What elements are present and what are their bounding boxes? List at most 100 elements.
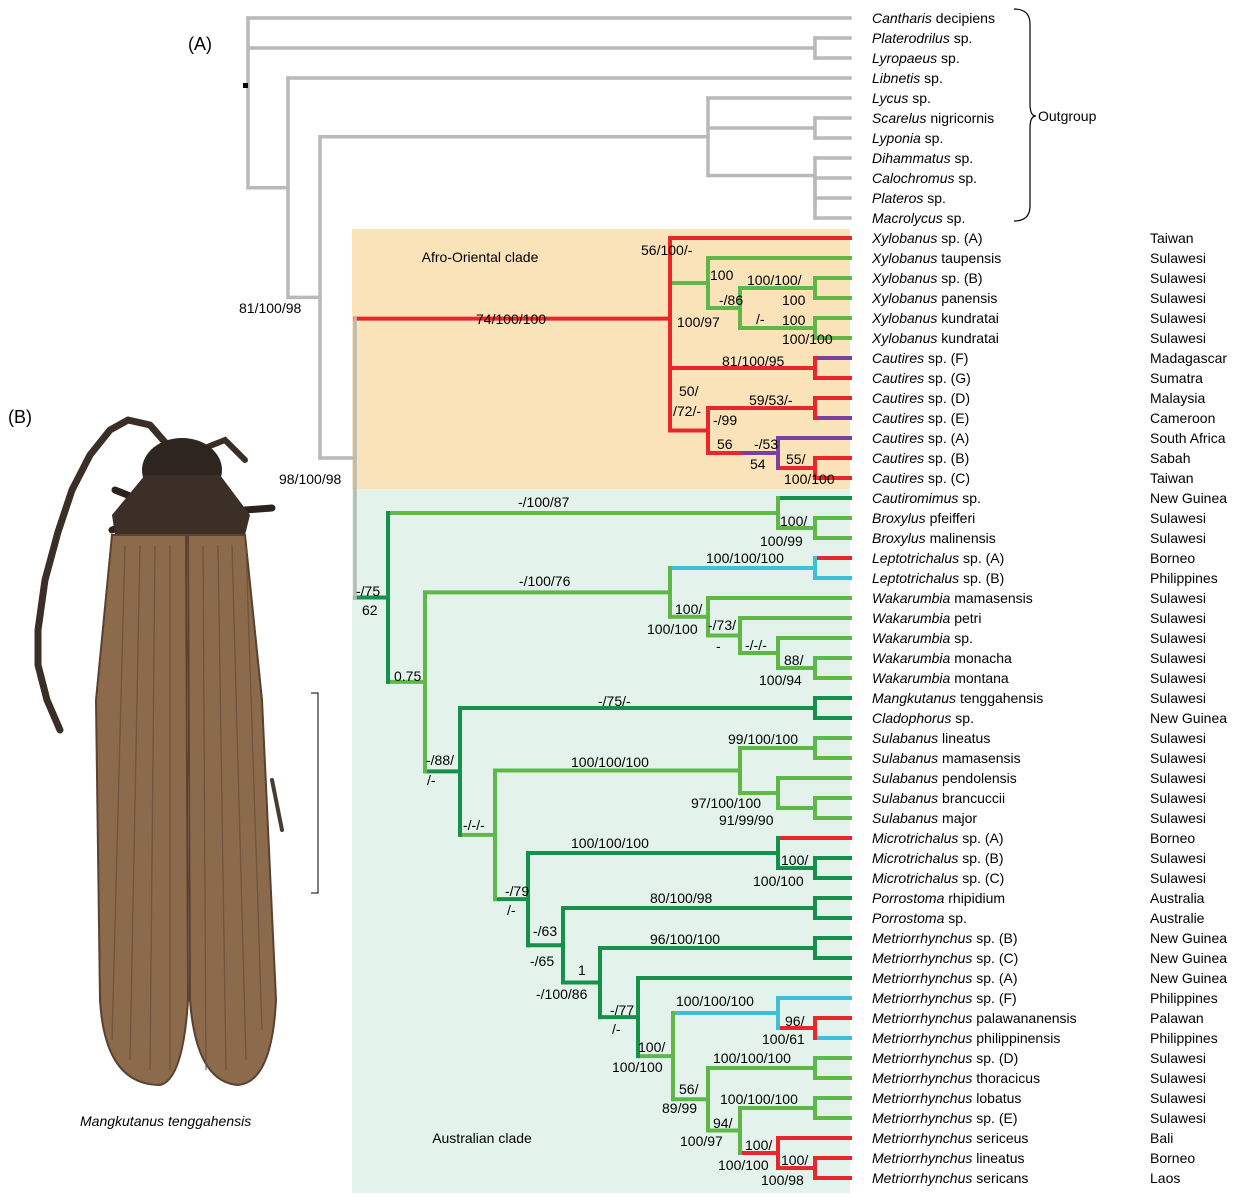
taxon-genus: Calochromus [872, 170, 954, 186]
region-label: Madagascar [1150, 350, 1227, 366]
taxon-genus: Cautiromimus [872, 490, 958, 506]
australian-clade-label: Australian clade [432, 1130, 532, 1146]
taxon-label: Wakarumbia monacha [872, 650, 1012, 666]
region-label: New Guinea [1150, 950, 1227, 966]
taxon-epithet: pfeifferi [926, 510, 976, 526]
taxon-label: Cantharis decipiens [872, 10, 995, 26]
taxon-genus: Lyponia [872, 130, 921, 146]
taxon-label: Xylobanus taupensis [871, 250, 1001, 266]
taxon-epithet: palawananensis [972, 1010, 1076, 1026]
taxon-epithet: sp. [950, 630, 973, 646]
taxon-epithet: sp. (D) [924, 390, 970, 406]
support-value: 1 [578, 962, 586, 978]
support-value: 100/61 [762, 1031, 805, 1047]
taxon-genus: Metriorrhynchus [872, 1130, 972, 1146]
afro-oriental-clade-label: Afro-Oriental clade [422, 249, 539, 265]
support-value: 100/97 [680, 1133, 723, 1149]
taxon-epithet: rhipidium [944, 890, 1005, 906]
region-label: Sulawesi [1150, 1110, 1206, 1126]
support-value: 100/100 [612, 1059, 663, 1075]
support-value: 97/100/100 [691, 795, 761, 811]
taxon-genus: Wakarumbia [872, 650, 951, 666]
taxon-label: Metriorrhynchus lobatus [872, 1090, 1021, 1106]
region-label: Sulawesi [1150, 790, 1206, 806]
taxon-epithet: kundratai [937, 330, 998, 346]
taxon-genus: Xylobanus [871, 290, 937, 306]
region-label: Taiwan [1150, 230, 1194, 246]
taxon-genus: Cladophorus [872, 710, 951, 726]
region-label: Malaysia [1150, 390, 1205, 406]
taxon-label: Sulabanus mamasensis [872, 750, 1021, 766]
panel-label-b: (B) [8, 407, 32, 428]
support-value: -/86 [719, 292, 743, 308]
support-value: 0.75 [394, 668, 421, 684]
support-value: 88/ [784, 652, 804, 668]
taxon-genus: Metriorrhynchus [872, 1010, 972, 1026]
support-value: 100/100/100 [713, 1050, 791, 1066]
taxon-label: Microtrichalus sp. (C) [872, 870, 1004, 886]
panel-label-a: (A) [188, 34, 212, 55]
region-label: Sulawesi [1150, 610, 1206, 626]
taxon-label: Wakarumbia sp. [872, 630, 973, 646]
taxon-epithet: sp. [923, 190, 946, 206]
taxon-genus: Wakarumbia [872, 630, 951, 646]
taxon-genus: Cautires [872, 410, 924, 426]
taxon-label: Metriorrhynchus thoracicus [872, 1070, 1040, 1086]
taxon-epithet: kundratai [937, 310, 998, 326]
region-label: Australie [1150, 910, 1205, 926]
taxon-epithet: sp. [958, 490, 981, 506]
support-value: 56/ [679, 1081, 699, 1097]
taxon-genus: Wakarumbia [872, 670, 951, 686]
region-label: Sulawesi [1150, 850, 1206, 866]
support-value: -/75/- [598, 693, 631, 709]
taxon-genus: Mangkutanus [872, 690, 956, 706]
taxon-label: Metriorrhynchus philippinensis [872, 1030, 1060, 1046]
taxon-label: Cautires sp. (F) [872, 350, 968, 366]
taxon-label: Sulabanus brancuccii [872, 790, 1005, 806]
taxon-genus: Xylobanus [871, 230, 937, 246]
support-value: 89/99 [662, 1100, 697, 1116]
taxon-label: Wakarumbia montana [872, 670, 1009, 686]
region-label: Australia [1150, 890, 1205, 906]
taxon-epithet: mamasensis [938, 750, 1020, 766]
taxon-epithet: sp. (C) [972, 950, 1018, 966]
region-label: Sulawesi [1150, 1090, 1206, 1106]
taxon-genus: Metriorrhynchus [872, 1150, 972, 1166]
taxon-epithet: sp. [943, 210, 966, 226]
region-label: Sulawesi [1150, 1050, 1206, 1066]
taxon-label: Lycus sp. [872, 90, 931, 106]
support-value: 100/100/100 [571, 835, 649, 851]
taxon-genus: Libnetis [872, 70, 920, 86]
taxon-genus: Macrolycus [872, 210, 943, 226]
support-value: 96/100/100 [650, 931, 720, 947]
taxon-genus: Metriorrhynchus [872, 970, 972, 986]
taxon-genus: Microtrichalus [872, 850, 958, 866]
support-value: -/88/ [426, 752, 454, 768]
taxon-epithet: sp. (E) [924, 410, 969, 426]
support-value: 50/ [679, 383, 699, 399]
support-value: 56 [717, 436, 733, 452]
region-label: Sulawesi [1150, 310, 1206, 326]
support-value: 80/100/98 [650, 890, 712, 906]
scale-bar [311, 693, 318, 893]
support-value: -/63 [533, 923, 557, 939]
beetle-right-elytron [188, 535, 276, 1085]
taxon-label: Wakarumbia petri [872, 610, 981, 626]
taxon-genus: Platerodrilus [872, 30, 950, 46]
taxon-label: Xylobanus kundratai [871, 330, 999, 346]
taxon-genus: Sulabanus [872, 790, 938, 806]
taxon-epithet: lobatus [972, 1090, 1021, 1106]
taxon-epithet: brancuccii [938, 790, 1005, 806]
taxon-label: Broxylus malinensis [872, 530, 996, 546]
taxon-epithet: sp. (A) [972, 970, 1017, 986]
taxon-genus: Microtrichalus [872, 830, 958, 846]
taxon-epithet: sp. [921, 130, 944, 146]
taxon-genus: Cautires [872, 470, 924, 486]
region-label: Sulawesi [1150, 870, 1206, 886]
beetle-leg [245, 508, 272, 510]
support-value: 59/53/- [749, 392, 793, 408]
support-value: 81/100/98 [239, 300, 301, 316]
support-value: -/100/76 [519, 573, 571, 589]
taxon-label: Mangkutanus tenggahensis [872, 690, 1043, 706]
